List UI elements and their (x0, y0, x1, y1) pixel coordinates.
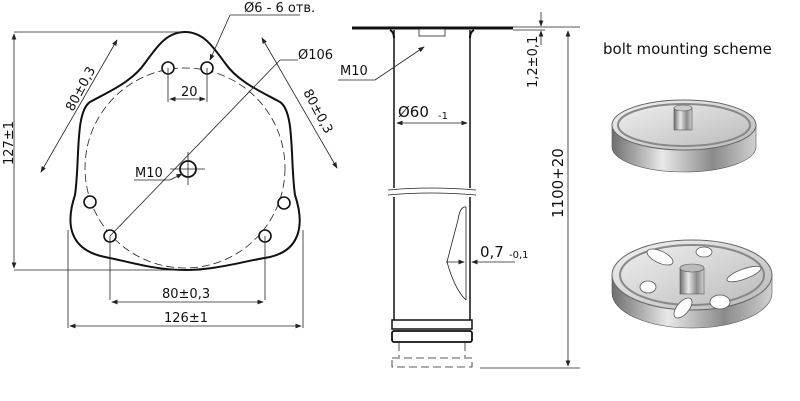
width-dim: 126±1 (164, 311, 208, 326)
render-caption: bolt mounting scheme (603, 40, 772, 58)
plate-view: 127±1 20 80±0,3 80±0,3 80±0,3 126±1 Ø106… (2, 1, 338, 329)
thread-label: M10 (340, 64, 368, 79)
flange-thickness: 1,2±0,1 (526, 36, 541, 88)
diameter-tol: -1 (438, 111, 448, 122)
height-dim: 127±1 (2, 121, 17, 165)
wall-tol: -0,1 (509, 250, 529, 261)
render-top-cup (611, 99, 757, 173)
side-dim-left: 80±0,3 (63, 64, 99, 114)
diameter-label: Ø60 (398, 103, 429, 121)
wall-thickness: 0,7 (480, 243, 504, 261)
length-dim: 1100+20 (549, 148, 567, 218)
center-thread: M10 (135, 166, 163, 181)
hole-spacing: 20 (181, 85, 198, 100)
hole-label: Ø6 - 6 отв. (244, 1, 315, 16)
render-bottom-cup (611, 239, 773, 329)
bolt-circle-label: Ø106 (298, 48, 333, 63)
leg-view: Ø60 -1 M10 1100+20 1,2±0,1 0,7 -0,1 (338, 12, 580, 369)
bottom-hole-dim: 80±0,3 (162, 287, 210, 302)
